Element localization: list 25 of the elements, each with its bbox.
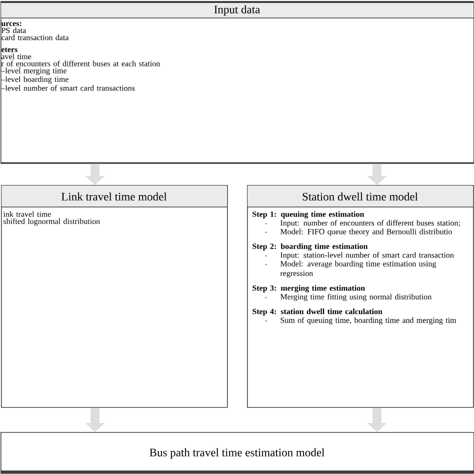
section-heading: Step 1: queuing time estimation <box>252 211 364 219</box>
section-heading: urces: <box>1 22 22 26</box>
box-heading: Station dwell time model <box>302 192 418 201</box>
section-heading: Step 2: boarding time estimation <box>252 243 368 251</box>
bullet-item: Sum of queuing time, boarding time and merging tim <box>280 317 456 325</box>
section-heading: Step 3: merging time estimation <box>252 285 365 292</box>
text-line: r of encounters of different buses at each station <box>1 60 160 66</box>
text-line: ink travel time <box>3 211 51 217</box>
text-line: shifted lognormal distribution <box>4 218 100 226</box>
text-line: avel time <box>1 54 32 60</box>
box-heading: Link travel time model <box>61 192 167 201</box>
box-heading: Input data <box>214 5 260 16</box>
section-heading: Step 4: station dwell time calculation <box>252 308 382 316</box>
bullet-item: Model: FIFO queue theory and Bernoulli distributio <box>280 228 452 236</box>
bullet-item: Input: station-level number of smart card transaction <box>280 252 454 260</box>
text-line: –level number of smart card transactions <box>1 85 135 91</box>
box-heading: Bus path travel time estimation model <box>150 448 324 459</box>
text-line: card transaction data <box>2 34 69 40</box>
bullet-item: Model: average boarding time estimation using regression <box>280 260 436 278</box>
text-line: –level boarding time <box>1 76 68 84</box>
section-heading: eters <box>1 48 18 52</box>
bullet-item: Input: number of encounters of different buses station; <box>280 220 460 228</box>
bullet-item: Merging time fitting using normal distribution <box>280 294 432 302</box>
text-line: PS data <box>1 28 26 34</box>
text-line: –level merging time <box>1 68 67 75</box>
